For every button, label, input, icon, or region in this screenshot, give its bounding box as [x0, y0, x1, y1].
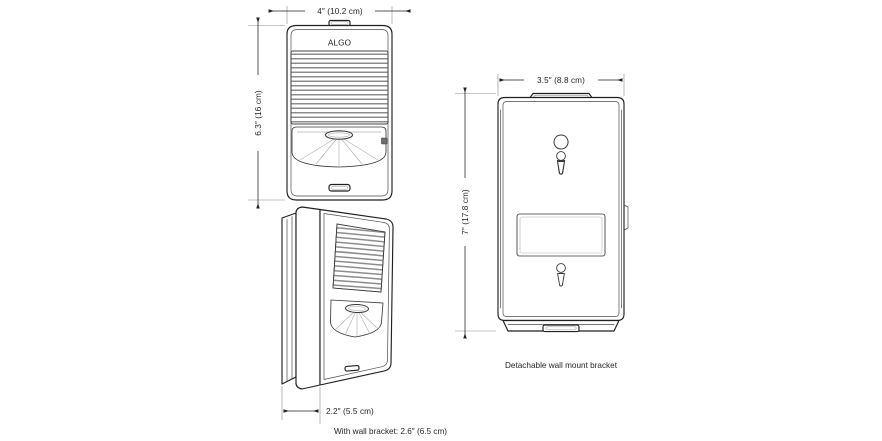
- front-led-indicator: [381, 137, 388, 145]
- front-bezel-line: [290, 29, 389, 197]
- bracket-bottom-flange: [502, 319, 620, 333]
- angled-bracket-backplate: [281, 212, 297, 385]
- front-bottom-slot: [328, 183, 351, 192]
- bracket-height-label: 7″ (17.8 cm): [461, 189, 470, 235]
- front-speaker-grille: [290, 50, 389, 125]
- depth-with-bracket-label: With wall bracket: 2.6″ (6.5 cm): [334, 427, 447, 436]
- front-dimensions: 4″ (10.2 cm) 6.3″ (16 cm): [248, 5, 411, 209]
- angled-left-face: [295, 206, 321, 390]
- bracket-cable-cutout: [516, 213, 606, 257]
- angled-view: [281, 206, 394, 390]
- bracket-outline: [497, 96, 625, 322]
- bracket-lower-keyhole: [556, 263, 566, 287]
- bracket-inner-rim: [502, 101, 620, 317]
- depth-label: 2.2″ (5.5 cm): [326, 407, 374, 416]
- bracket-width-label: 3.5″ (8.8 cm): [537, 76, 585, 85]
- front-strobe-lens: [291, 126, 387, 168]
- angled-speaker-grille: [332, 223, 386, 293]
- brand-label-front: ALGO: [328, 39, 351, 48]
- depth-dimensions: 2.2″ (5.5 cm) With wall bracket: 2.6″ (6…: [281, 386, 447, 436]
- angled-bezel-line: [323, 213, 390, 380]
- front-top-tab: [328, 19, 351, 27]
- front-height-label: 6.3″ (16 cm): [254, 90, 263, 136]
- angled-bottom-slot: [344, 364, 360, 372]
- wall-mount-bracket-view: [497, 92, 629, 333]
- bracket-dimensions: 3.5″ (8.8 cm) 7″ (17.8 cm) Detachable wa…: [455, 74, 625, 370]
- angled-strobe-lens: [330, 299, 384, 338]
- bracket-caption: Detachable wall mount bracket: [505, 361, 618, 370]
- bracket-upper-keyhole: [553, 134, 569, 175]
- front-view: ALGO: [286, 19, 393, 201]
- front-width-label: 4″ (10.2 cm): [317, 7, 363, 16]
